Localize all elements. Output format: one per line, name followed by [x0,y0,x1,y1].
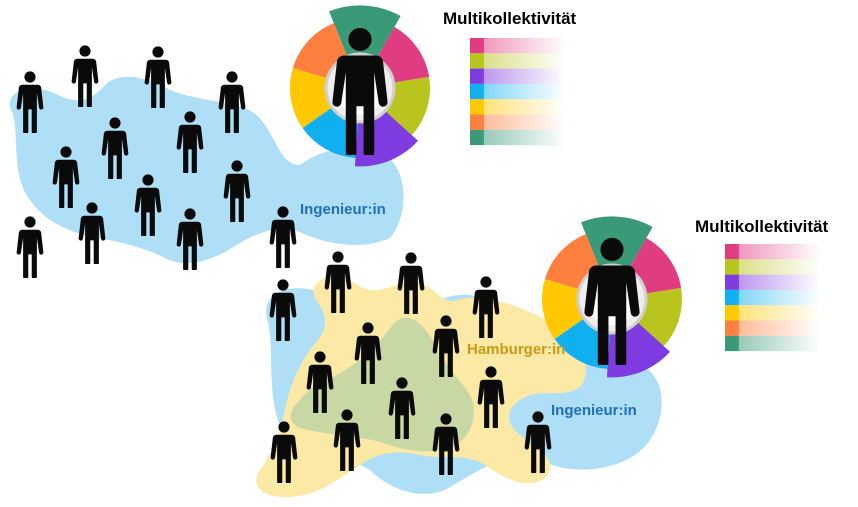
collective-segment [385,76,430,136]
collective-segment [637,287,682,347]
collective-segment [302,107,358,158]
collective-segment [554,318,610,369]
collective-wheel-2 [542,216,682,378]
overlap-area [290,317,474,452]
collective-segment [628,238,682,294]
engineer-collective-area-1 [9,76,404,264]
hamburger-label: Hamburger:in [467,341,566,358]
engineer-label-1: Ingenieur:in [300,201,386,218]
legend-title-1: Multikollektivität [443,9,577,28]
collective-segment [376,27,430,83]
engineer-label-2: Ingenieur:in [551,402,637,419]
legend-title-2: Multikollektivität [695,217,829,236]
collective-wheel-1 [290,5,430,167]
collective-legend-1 [470,38,566,146]
collective-segment [542,279,585,340]
collective-legend-2 [725,244,821,352]
person-figure [16,216,44,278]
collective-segment [290,68,333,129]
